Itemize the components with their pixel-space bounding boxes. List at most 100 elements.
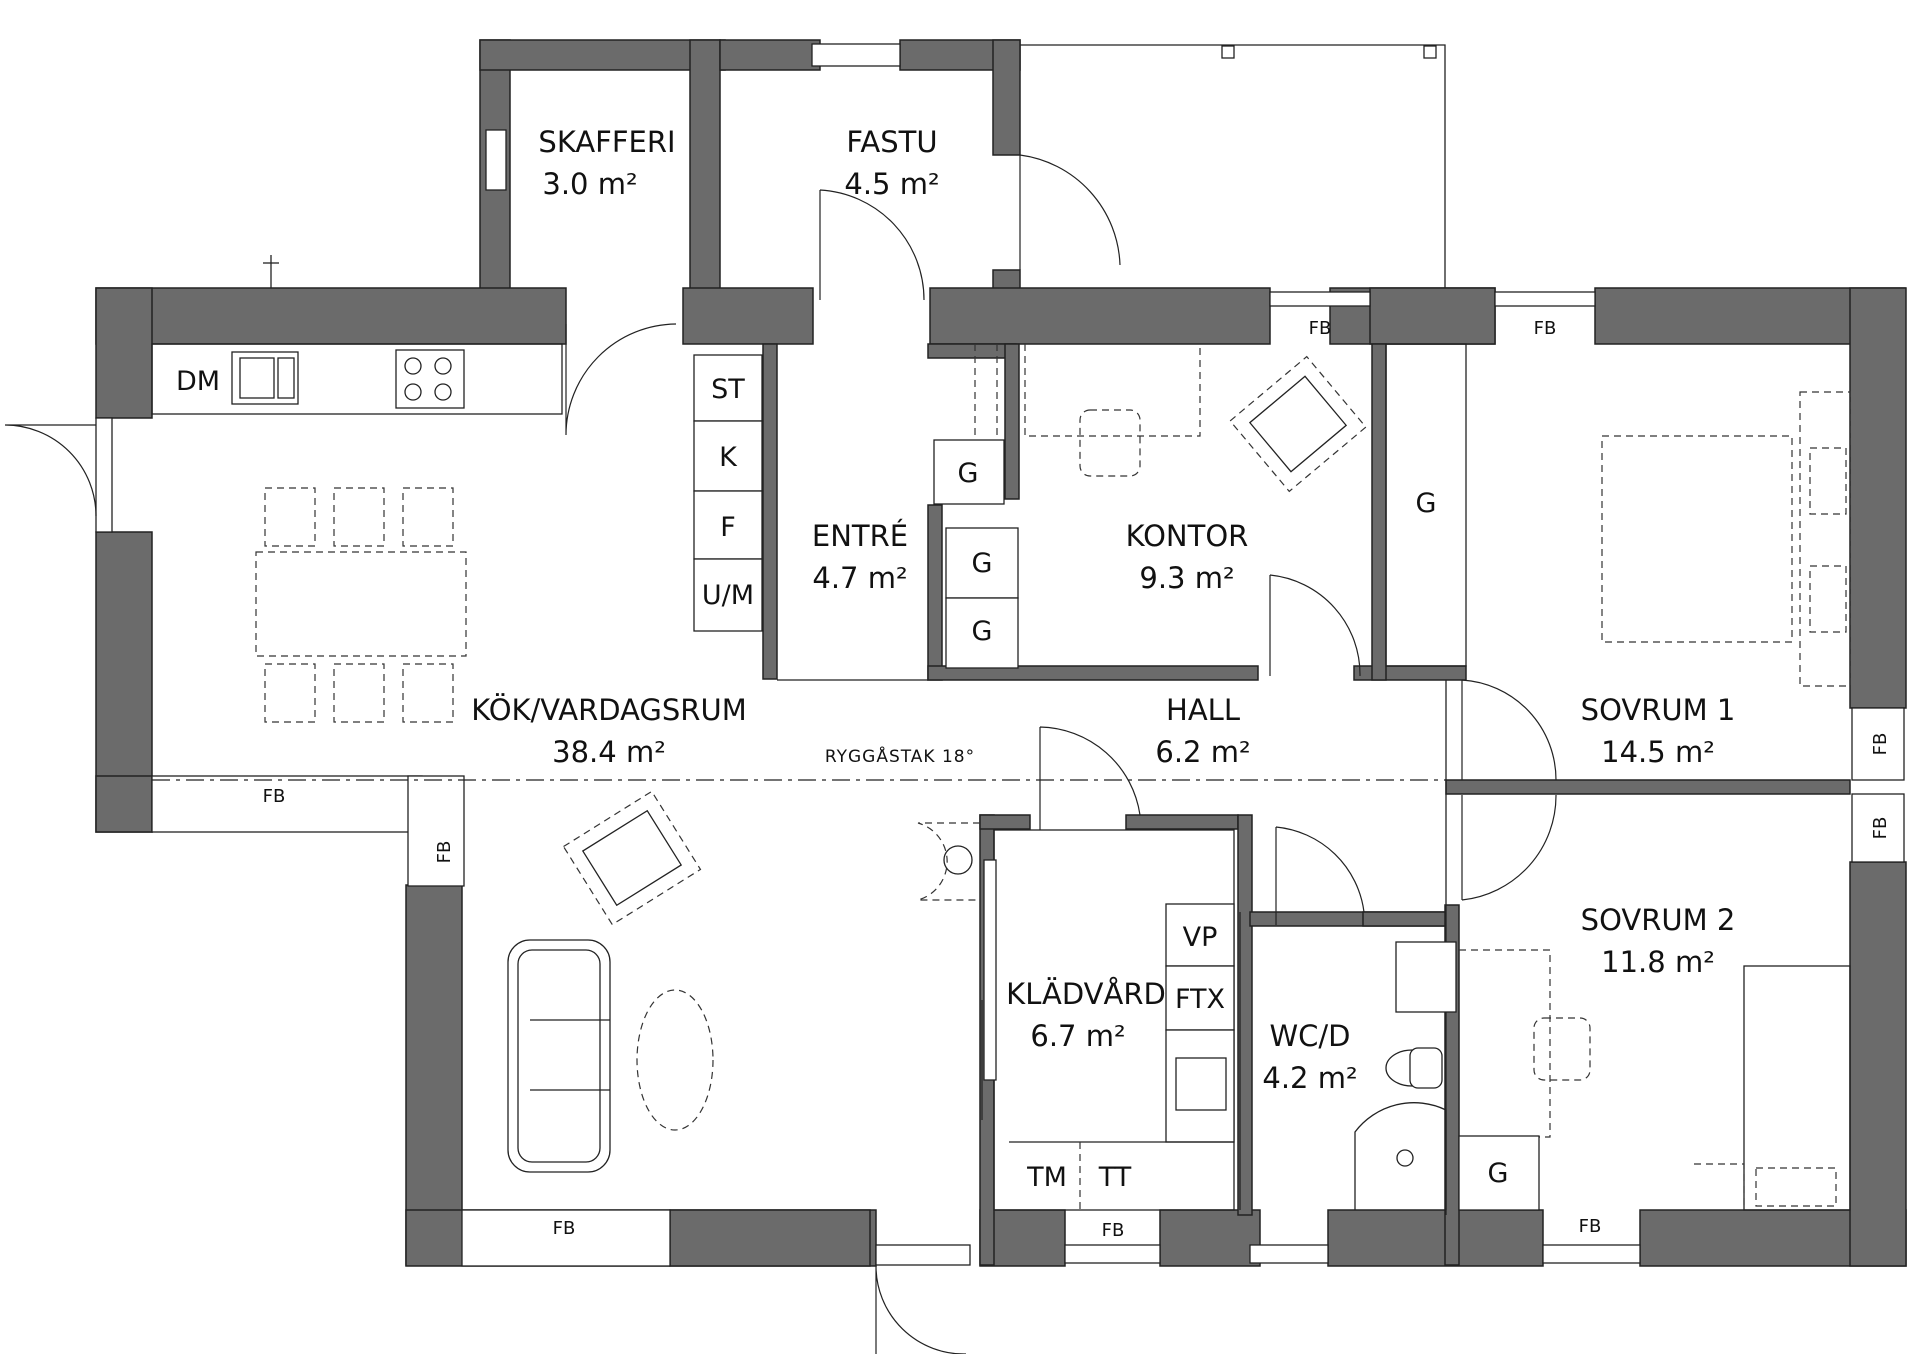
dining-table [255,551,467,657]
window-labels: FB FB FB FB FB FB FB FB FB [263,318,1891,1241]
k-label: K [719,442,738,473]
g-label-3: G [972,616,993,647]
room-area-sovrum2: 11.8 m² [1601,945,1715,979]
room-name-kok: KÖK/VARDAGSRUM [471,693,746,727]
g-cabinet-2 [945,527,1019,599]
st-cabinet [693,354,763,422]
g-label-1: G [958,458,979,489]
windows [95,43,1905,1267]
door-sovrum1 [1461,679,1557,781]
sofa [507,939,611,1173]
room-name-kladvard: KLÄDVÅRD [1006,977,1166,1011]
ftx-label: FTX [1175,984,1225,1015]
single-bed [1743,965,1851,1211]
g-cabinet-3 [945,597,1019,669]
room-name-fastu: FASTU [846,125,937,159]
window-kok-corner [407,775,465,887]
window-door-west [95,417,113,533]
window-wc [1249,1244,1329,1264]
um-cabinet [693,558,763,632]
room-name-kontor: KONTOR [1126,519,1249,553]
room-area-kok: 38.4 m² [552,735,666,769]
tm-label: TM [1026,1162,1067,1193]
g-cabinet-1 [933,439,1005,505]
fb-label-6: FB [1579,1216,1602,1237]
room-name-sovrum1: SOVRUM 1 [1581,693,1736,727]
window-sovrum2 [1542,1244,1641,1264]
um-label: U/M [702,580,754,611]
room-area-skafferi: 3.0 m² [542,167,637,201]
porch-outline [1020,44,1446,288]
room-area-kontor: 9.3 m² [1139,561,1234,595]
g-label-5: G [1488,1158,1509,1189]
fb-label-4: FB [553,1218,576,1239]
bedroom1-furniture: G [1385,343,1851,687]
room-area-sovrum1: 14.5 m² [1601,735,1715,769]
office-armchair [1229,355,1367,493]
window-fastu [811,43,901,67]
door-kontor [1269,574,1361,677]
door-south [875,1265,966,1354]
room-name-entre: ENTRÉ [812,519,908,553]
kitchen: DM ST K F U/M [151,343,763,723]
room-area-hall: 6.2 m² [1155,735,1250,769]
fb-label-1: FB [1309,318,1332,339]
fb-label-7: FB [1870,733,1891,756]
k-cabinet [693,420,763,492]
shower [1354,1102,1447,1210]
room-name-wc: WC/D [1269,1019,1350,1053]
door-kladvard-hall [1039,726,1141,830]
g-label-4: G [1416,488,1437,519]
room-labels: SKAFFERI 3.0 m² FASTU 4.5 m² ENTRÉ 4.7 m… [471,125,1735,1095]
coffee-table [636,989,714,1131]
door-fastu [819,189,925,301]
laundry-furniture: VP FTX TM TT [917,822,1235,1211]
door-sovrum2 [1461,794,1557,901]
room-area-fastu: 4.5 m² [844,167,939,201]
fb-label-2: FB [1534,318,1557,339]
armchair [562,790,702,926]
office-chair [1079,409,1141,477]
fb-label-3: FB [263,786,286,807]
doors [4,154,1557,1354]
f-label: F [720,512,736,543]
fb-label-8: FB [1870,817,1891,840]
fireplace-icon [943,845,973,875]
desk-chair [1533,1017,1591,1081]
vp-unit [1165,903,1235,967]
door-skafferi [565,323,677,436]
ftx-unit [1165,965,1235,1031]
window-door-south [875,1244,971,1266]
window-skafferi [485,129,507,191]
door-entre [1019,154,1121,270]
room-name-hall: HALL [1166,693,1240,727]
nightstand [1799,391,1851,687]
bathroom-fixtures [1354,941,1457,1210]
wardrobe-1 [1385,343,1467,667]
stove-icon [395,349,465,409]
room-name-sovrum2: SOVRUM 2 [1581,903,1736,937]
window-sovrum1-east [1851,707,1905,781]
g-cabinet-4 [1458,1135,1540,1211]
window-kok-south [461,1209,671,1267]
window-sovrum1 [1494,291,1596,307]
wash-basin [1395,941,1457,1013]
door-wc [1275,826,1365,925]
desk [1459,949,1551,1138]
st-label: ST [711,374,745,405]
stove-hearth [917,822,980,901]
kitchen-counter [151,343,563,415]
door-west [4,424,97,517]
tt-label: TT [1098,1162,1132,1193]
room-area-kladvard: 6.7 m² [1030,1019,1125,1053]
g-label-2: G [972,548,993,579]
fb-label-9: FB [434,841,455,864]
dm-label: DM [176,366,220,397]
f-cabinet [693,490,763,560]
window-kladvard [1064,1244,1161,1264]
living-furniture [507,790,714,1173]
double-bed [1601,435,1793,643]
window-kok-west [151,775,423,833]
room-area-entre: 4.7 m² [812,561,907,595]
